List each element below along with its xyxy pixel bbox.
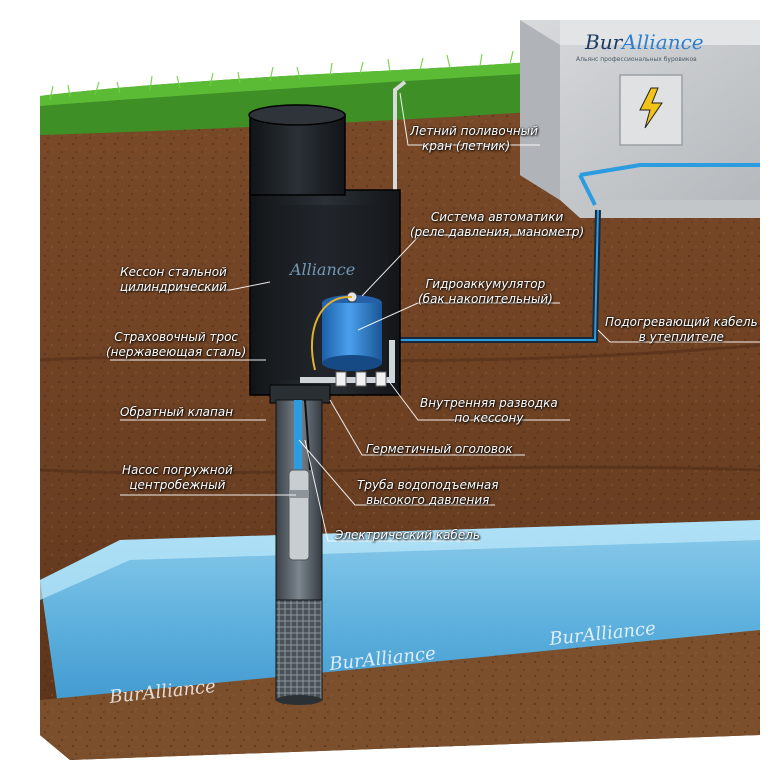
label-pump-line2: центробежный xyxy=(122,478,233,493)
label-riser-pipe-line1: Труба водоподъемная xyxy=(357,478,499,493)
brand-watermark-caisson: Alliance xyxy=(288,260,355,279)
label-riser-pipe-line2: высокого давления xyxy=(357,493,499,508)
label-internal-piping-line1: Внутренняя разводка xyxy=(420,396,558,411)
label-heating-cable: Подогревающий кабель в утеплителе xyxy=(605,315,758,345)
filter-screen xyxy=(276,600,322,700)
label-accumulator-line1: Гидроаккумулятор xyxy=(418,277,553,292)
label-sealed-head: Герметичный оголовок xyxy=(366,442,513,457)
label-pump-line1: Насос погружной xyxy=(122,463,233,478)
label-safety-cable-line2: (нержавеющая сталь) xyxy=(106,345,246,360)
label-riser-pipe: Труба водоподъемная высокого давления xyxy=(357,478,499,508)
label-heating-cable-line2: в утеплителе xyxy=(605,330,758,345)
brand-logo-part2: Alliance xyxy=(622,30,703,54)
brand-logo: BurAlliance xyxy=(585,30,704,54)
label-accumulator-line2: (бак накопительный) xyxy=(418,292,553,307)
label-automation: Система автоматики (реле давления, маном… xyxy=(410,210,584,240)
accumulator-tank xyxy=(322,303,382,363)
label-accumulator: Гидроаккумулятор (бак накопительный) xyxy=(418,277,553,307)
label-safety-cable: Страховочный трос (нержавеющая сталь) xyxy=(106,330,246,360)
label-internal-piping: Внутренняя разводка по кессону xyxy=(420,396,558,426)
label-summer-tap: Летний поливочный кран (летник) xyxy=(410,124,538,154)
label-summer-tap-line1: Летний поливочный xyxy=(410,124,538,139)
label-caisson-line1: Кессон стальной xyxy=(120,265,227,280)
label-caisson-line2: цилиндрический xyxy=(120,280,227,295)
label-summer-tap-line2: кран (летник) xyxy=(410,139,538,154)
house-floor xyxy=(560,200,760,218)
brand-tagline: Альянс профессиональных буровиков xyxy=(576,56,697,63)
label-safety-cable-line1: Страховочный трос xyxy=(106,330,246,345)
brand-logo-part1: Bur xyxy=(585,30,622,54)
label-heating-cable-line1: Подогревающий кабель xyxy=(605,315,758,330)
submersible-pump xyxy=(289,470,309,560)
label-automation-line2: (реле давления, манометр) xyxy=(410,225,584,240)
caisson-neck xyxy=(250,115,345,195)
label-caisson: Кессон стальной цилиндрический xyxy=(120,265,227,295)
caisson-lid xyxy=(249,105,345,125)
label-internal-piping-line2: по кессону xyxy=(420,411,558,426)
label-check-valve: Обратный клапан xyxy=(120,405,233,420)
label-electric-cable: Электрический кабель xyxy=(335,528,480,543)
label-pump: Насос погружной центробежный xyxy=(122,463,233,493)
label-automation-line1: Система автоматики xyxy=(410,210,584,225)
